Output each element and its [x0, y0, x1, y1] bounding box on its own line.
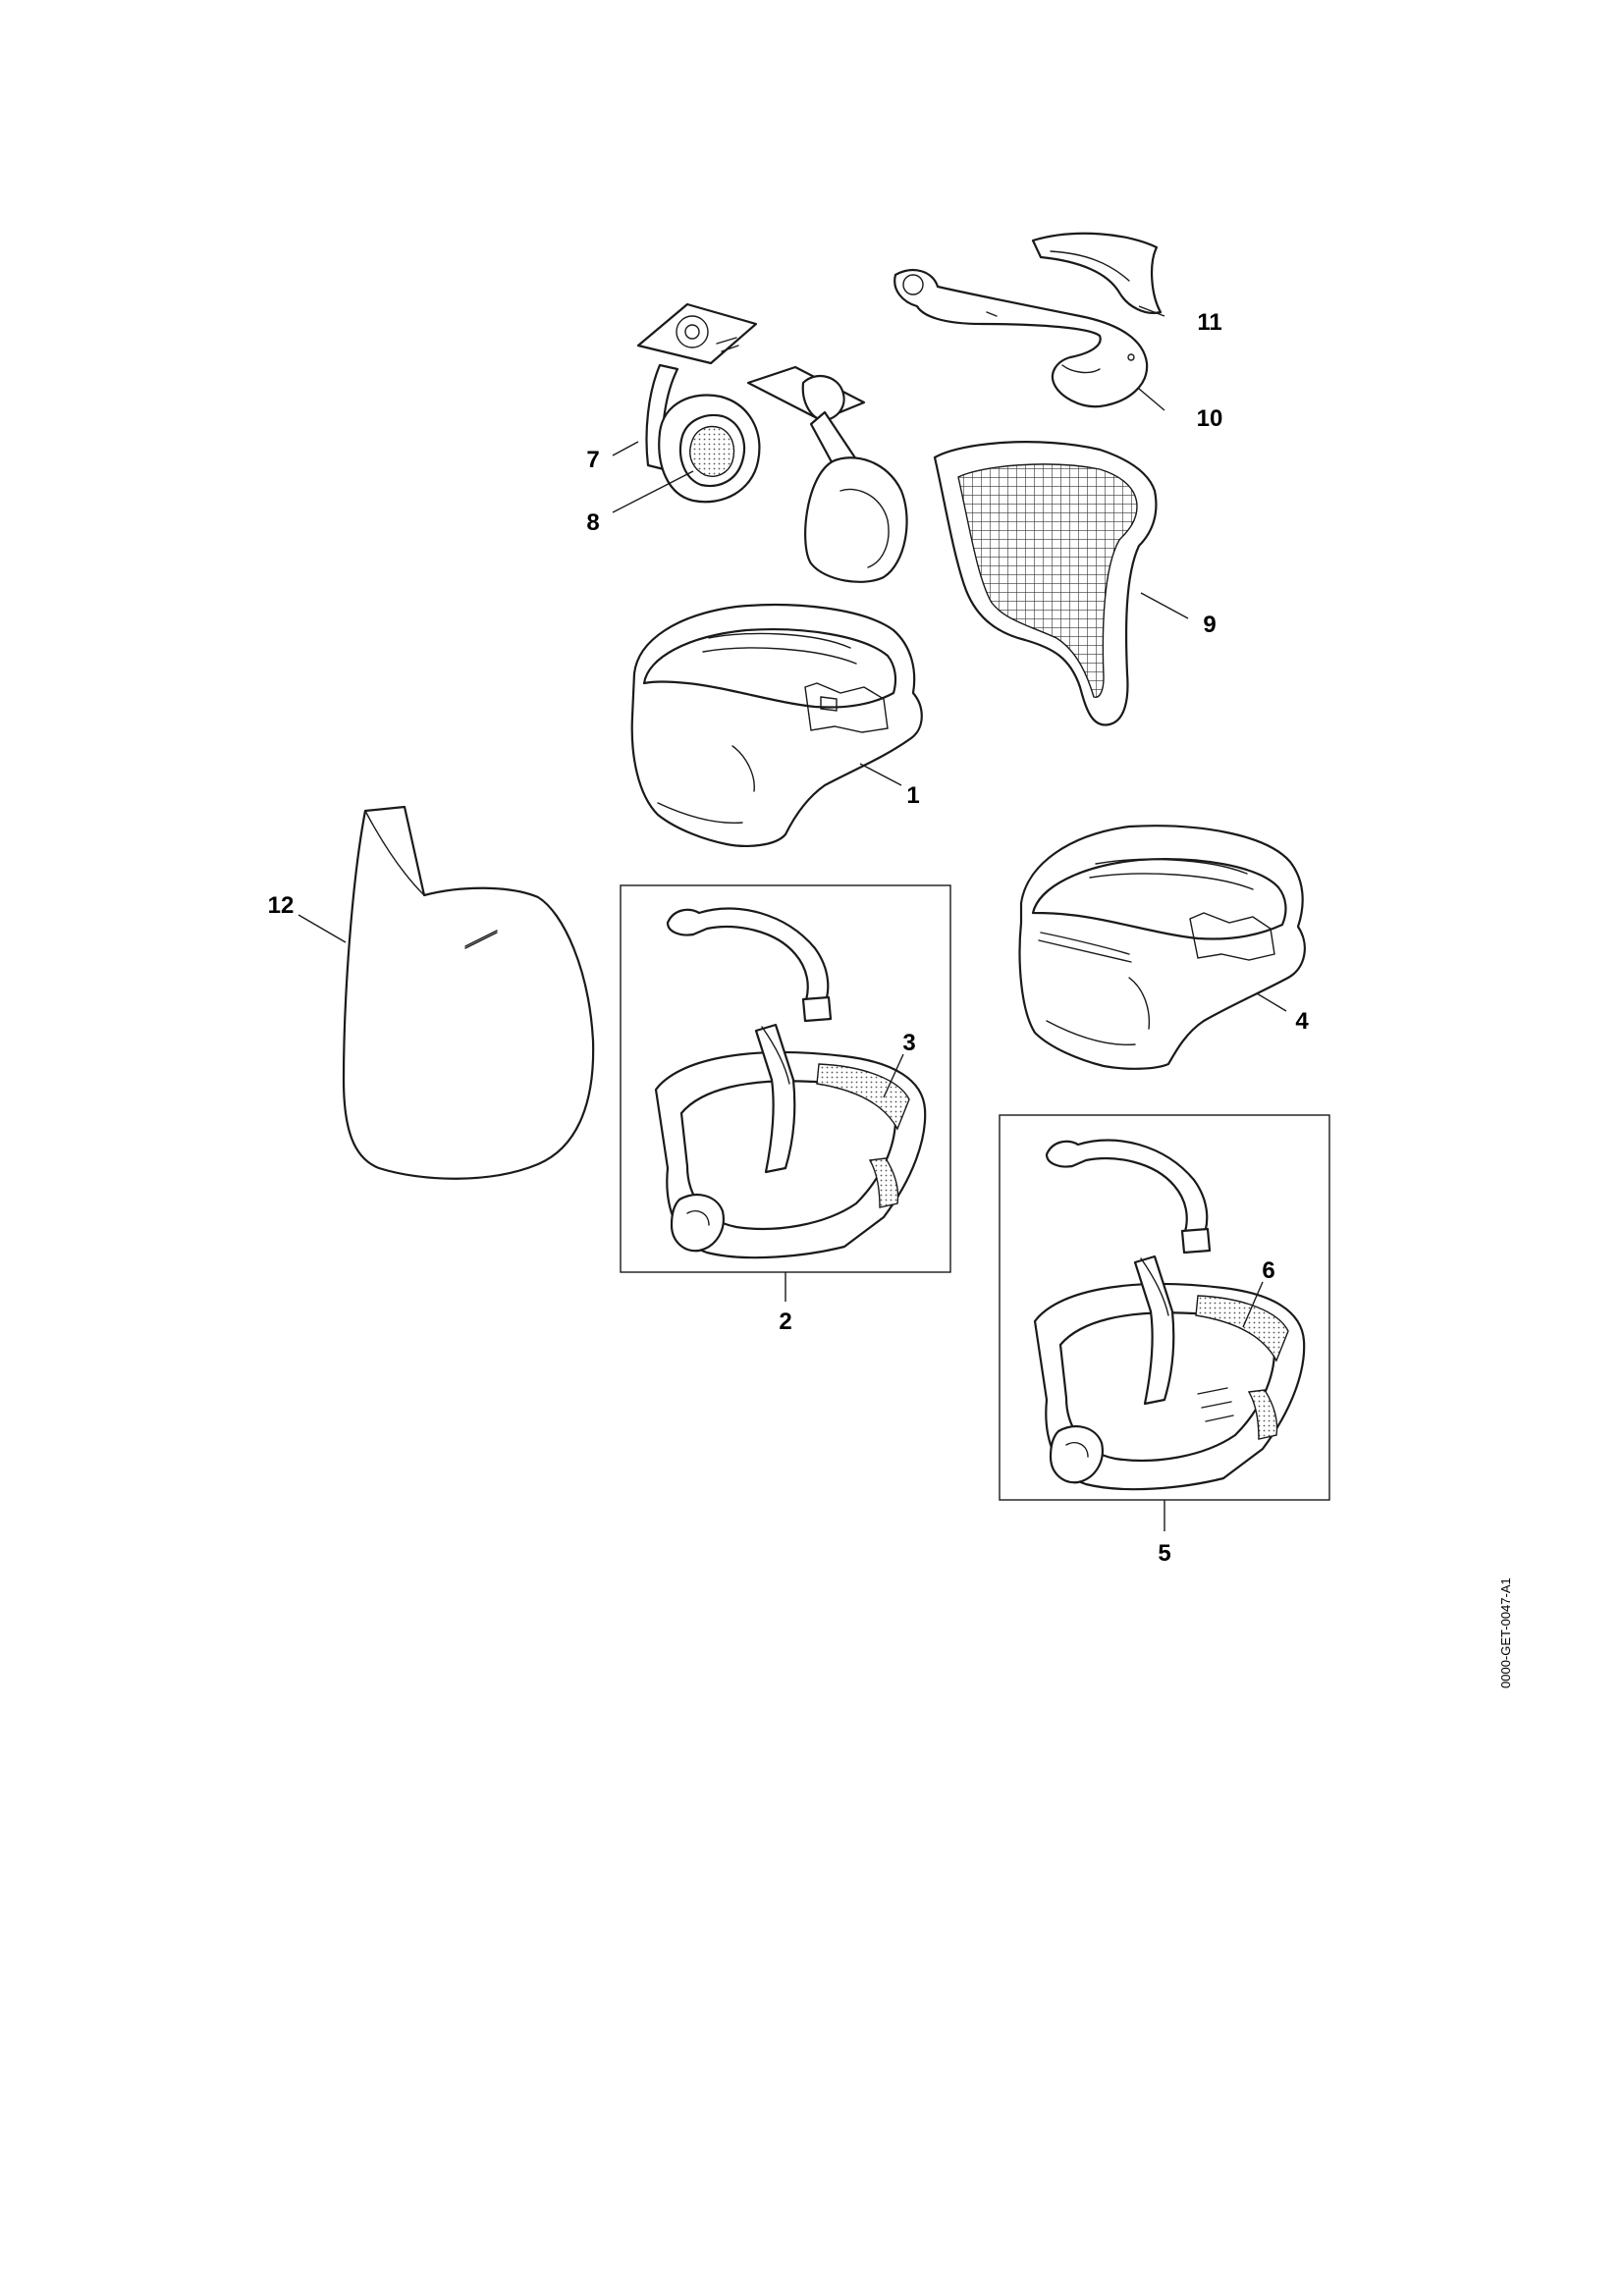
- callout-2: 2: [779, 1308, 791, 1335]
- leader-lines: [298, 305, 1287, 1531]
- callout-3: 3: [902, 1030, 915, 1056]
- callout-7: 7: [586, 447, 599, 473]
- part-4-helmet-shell: [1018, 825, 1306, 1070]
- callout-9: 9: [1203, 612, 1216, 638]
- part-12-face-shield: [342, 805, 595, 1180]
- part-9-mesh-visor: [933, 441, 1158, 726]
- callout-5: 5: [1158, 1540, 1170, 1567]
- callout-8: 8: [586, 509, 599, 536]
- callout-6: 6: [1262, 1257, 1274, 1284]
- part-11-visor-cap: [1031, 232, 1163, 314]
- ear-muff-right: [746, 365, 908, 583]
- kit-box-2: [620, 884, 951, 1273]
- drawing-id: 0000-GET-0047-A1: [1498, 1577, 1513, 1688]
- kit-box-5: [999, 1114, 1330, 1501]
- callout-11: 11: [1197, 309, 1221, 336]
- callout-labels: 11 10 7 8 9 1 12 4 3 2 6 5: [268, 309, 1310, 1567]
- part-1-helmet-shell: [630, 603, 923, 847]
- callout-10: 10: [1197, 405, 1223, 432]
- part-8-ear-cushion: [658, 394, 761, 504]
- callout-4: 4: [1295, 1008, 1309, 1035]
- callout-1: 1: [906, 782, 919, 809]
- callout-12: 12: [268, 892, 295, 919]
- part-10-visor-holder: [893, 269, 1149, 408]
